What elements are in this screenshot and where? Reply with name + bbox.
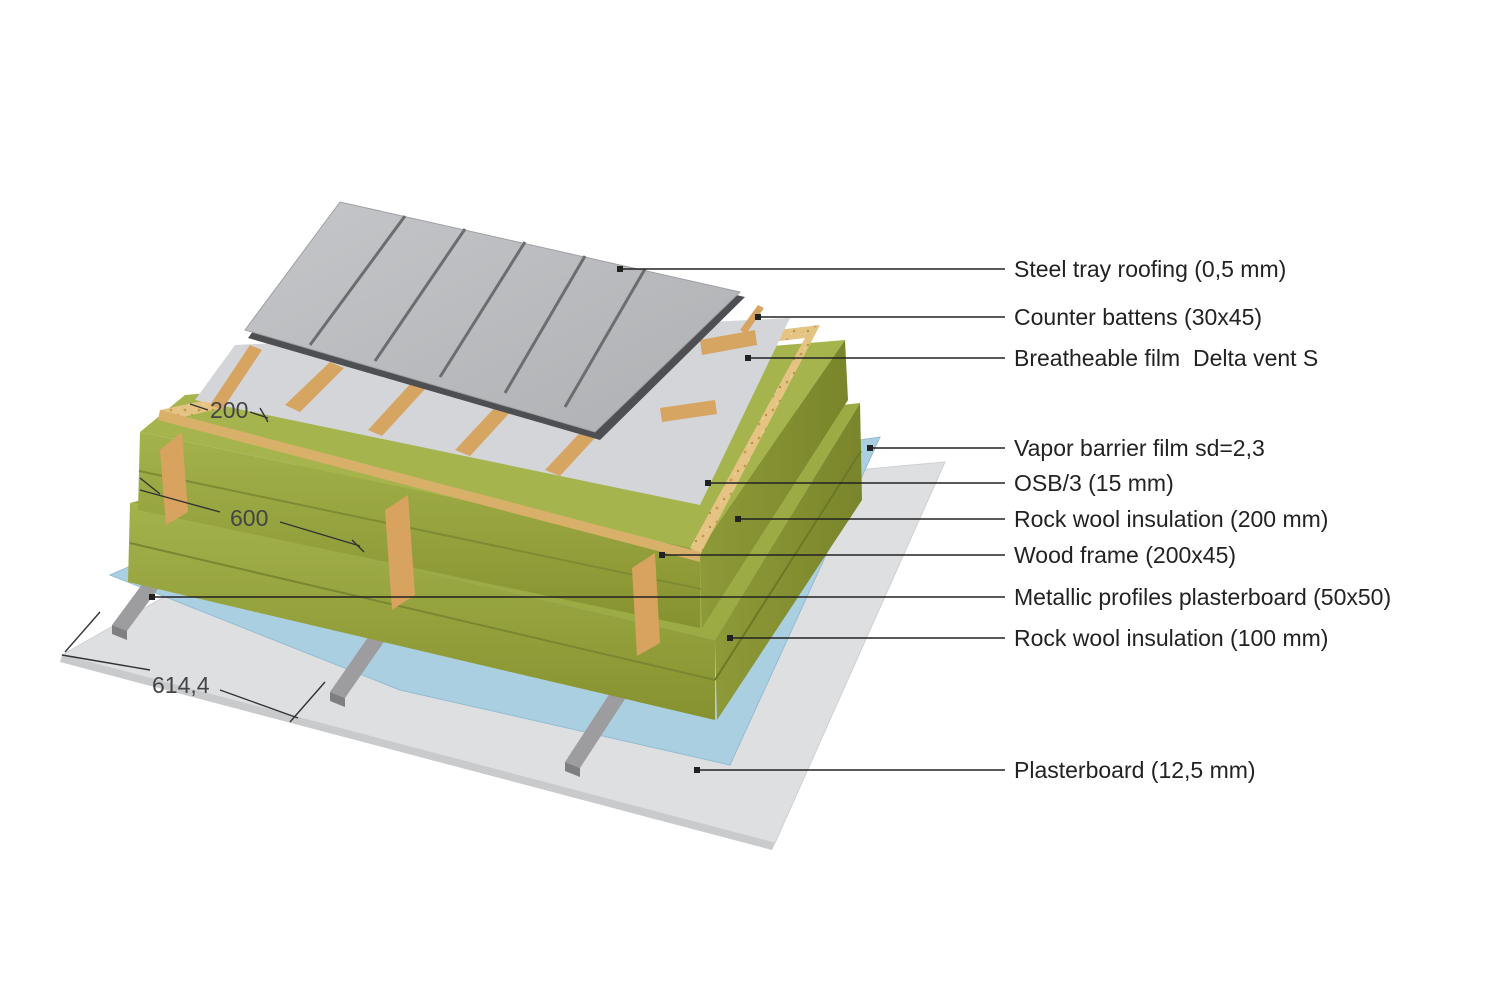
label-rock-wool-100: Rock wool insulation (100 mm) bbox=[1014, 625, 1329, 651]
label-metallic-profiles: Metallic profiles plasterboard (50x50) bbox=[1014, 584, 1392, 610]
dimension-batten-spacing: 200 bbox=[210, 397, 249, 423]
counter-battens bbox=[210, 305, 764, 476]
leader-lines bbox=[149, 266, 1005, 773]
label-osb: OSB/3 (15 mm) bbox=[1014, 470, 1174, 496]
label-vapor-barrier-film: Vapor barrier film sd=2,3 bbox=[1014, 435, 1265, 461]
dimension-frame-spacing: 600 bbox=[230, 505, 269, 531]
label-counter-battens: Counter battens (30x45) bbox=[1014, 304, 1263, 330]
dimension-profile-spacing: 614,4 bbox=[152, 672, 210, 698]
label-plasterboard: Plasterboard (12,5 mm) bbox=[1014, 757, 1256, 783]
steel-tray-roofing bbox=[244, 201, 745, 440]
label-wood-frame: Wood frame (200x45) bbox=[1014, 542, 1237, 568]
dimension-lines bbox=[61, 403, 365, 723]
label-steel-tray-roofing: Steel tray roofing (0,5 mm) bbox=[1014, 256, 1287, 282]
label-rock-wool-200: Rock wool insulation (200 mm) bbox=[1014, 506, 1329, 532]
label-breatheable-film: Breatheable film Delta vent S bbox=[1014, 345, 1319, 371]
